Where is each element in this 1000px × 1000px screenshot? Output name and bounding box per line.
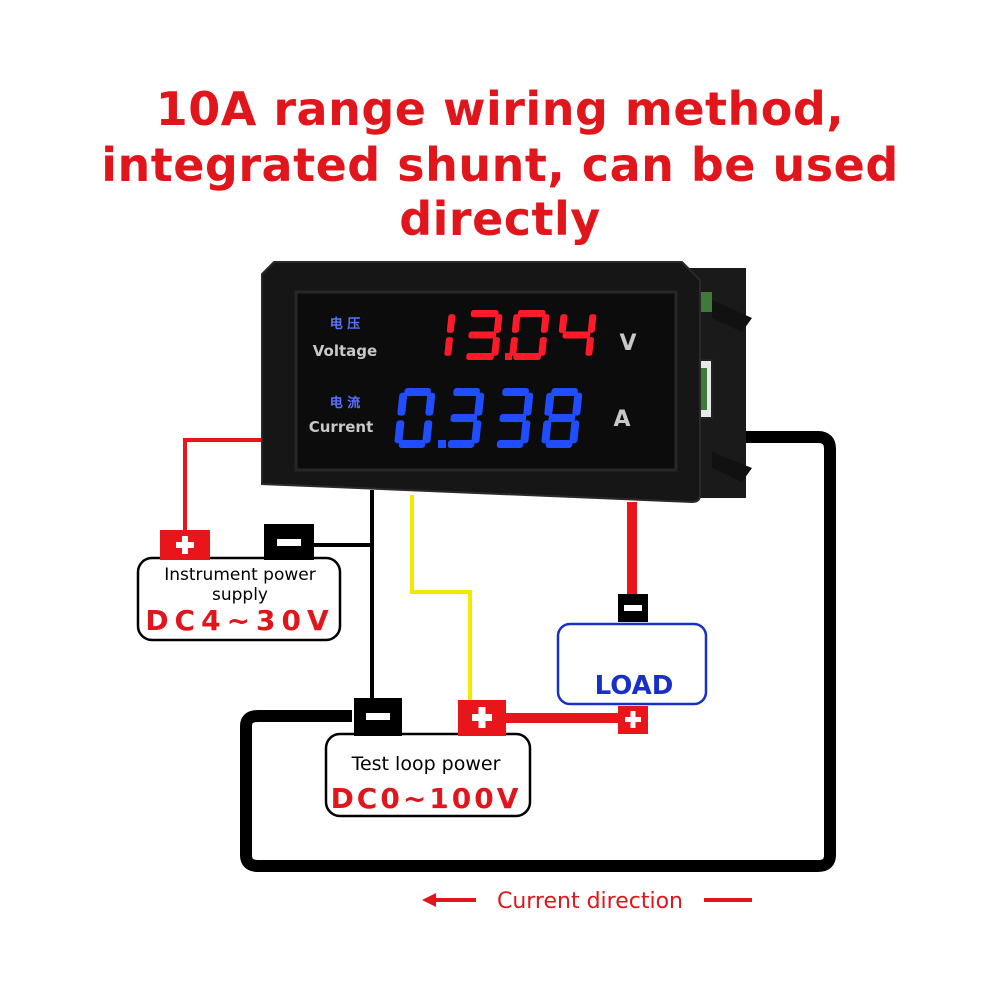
wire-red-supply (183, 438, 262, 538)
current-segment (450, 414, 478, 422)
current-segment (447, 440, 475, 448)
minus-terminal-icon (618, 594, 648, 622)
title-line-1: 10A range wiring method, (155, 82, 845, 136)
current-segment (499, 414, 527, 422)
instrument-power-supply: Instrument power supply DC4~30V (136, 524, 342, 642)
voltage-digit (509, 310, 550, 360)
voltage-segment (491, 337, 500, 356)
voltage-segment (558, 314, 568, 333)
voltage-segment (587, 314, 597, 333)
voltage-digit (466, 310, 503, 360)
instrument-supply-box (136, 556, 342, 642)
current-segment (520, 420, 531, 444)
panel-meter: 电 压 Voltage 电 流 Current V A (261, 261, 752, 504)
voltage-segment (562, 331, 591, 339)
title-line-2: integrated shunt, can be used directly (101, 138, 899, 246)
arrow-left-icon (422, 893, 476, 907)
current-digit (496, 388, 534, 448)
wire-black-loop (240, 431, 836, 872)
load-box (556, 622, 708, 706)
meter-screen (294, 290, 678, 472)
voltage-segment (513, 353, 542, 360)
voltage-segment (446, 314, 456, 333)
instrument-supply-label-1: Instrument power (164, 565, 315, 585)
current-cn-label: 电 流 (330, 395, 361, 411)
test-supply-box (324, 732, 532, 818)
load: LOAD (556, 594, 708, 734)
voltage-digit (558, 314, 597, 356)
voltage-segment (517, 310, 546, 317)
voltage-segment (538, 337, 547, 356)
current-unit: A (613, 407, 630, 432)
voltage-decimal-point (505, 353, 512, 360)
current-segment (394, 420, 405, 444)
instrument-supply-range: DC4~30V (145, 604, 334, 637)
voltage-segment (444, 337, 453, 356)
current-digit (447, 388, 485, 448)
voltage-unit: V (619, 331, 636, 356)
current-segment (523, 392, 534, 416)
current-segment (541, 420, 552, 444)
voltage-segment (585, 337, 594, 356)
voltage-segment (509, 337, 518, 356)
voltage-readout (444, 310, 597, 360)
wires (183, 431, 836, 872)
test-supply-range: DC0~100V (331, 782, 522, 815)
current-segment (544, 392, 555, 416)
current-label: Current (309, 418, 374, 436)
voltage-label: Voltage (313, 342, 377, 360)
current-direction-label: Current direction (497, 889, 683, 914)
test-supply-label: Test loop power (351, 753, 501, 775)
current-segment (551, 388, 578, 396)
current-digit (541, 388, 583, 448)
minus-terminal-icon (354, 698, 402, 736)
voltage-segment (493, 314, 503, 333)
current-segment (545, 440, 573, 448)
voltage-segment (470, 310, 499, 317)
clip-top (712, 300, 752, 332)
voltage-digit (444, 314, 456, 356)
plus-terminal-icon (618, 706, 648, 734)
voltage-cn-label: 电 压 (330, 316, 361, 332)
current-segment (425, 392, 436, 416)
current-segment (548, 414, 576, 422)
current-segment (502, 388, 529, 396)
voltage-segment (540, 314, 550, 333)
current-segment (569, 420, 580, 444)
current-segment (453, 388, 480, 396)
clip-bottom (712, 452, 752, 482)
current-direction-indicator: Current direction (422, 889, 752, 914)
current-segment (572, 392, 583, 416)
current-segment (404, 388, 431, 396)
current-readout (394, 388, 583, 448)
voltage-segment (466, 353, 495, 360)
current-segment (422, 420, 433, 444)
current-segment (397, 392, 408, 416)
test-loop-power-supply: Test loop power DC0~100V (324, 698, 532, 818)
plus-terminal-icon (160, 530, 210, 560)
current-segment (474, 392, 485, 416)
instrument-supply-label-2: supply (212, 585, 268, 605)
load-label: LOAD (595, 671, 674, 701)
voltage-segment (468, 331, 497, 339)
minus-terminal-icon (264, 524, 314, 560)
wire-black-supply (312, 490, 374, 547)
voltage-segment (511, 314, 521, 333)
current-segment (398, 440, 426, 448)
current-digit (394, 388, 436, 448)
current-decimal-point (438, 440, 446, 448)
current-segment (496, 440, 524, 448)
current-segment (471, 420, 482, 444)
wire-yellow-sense (410, 495, 472, 700)
plus-terminal-icon (458, 700, 506, 736)
